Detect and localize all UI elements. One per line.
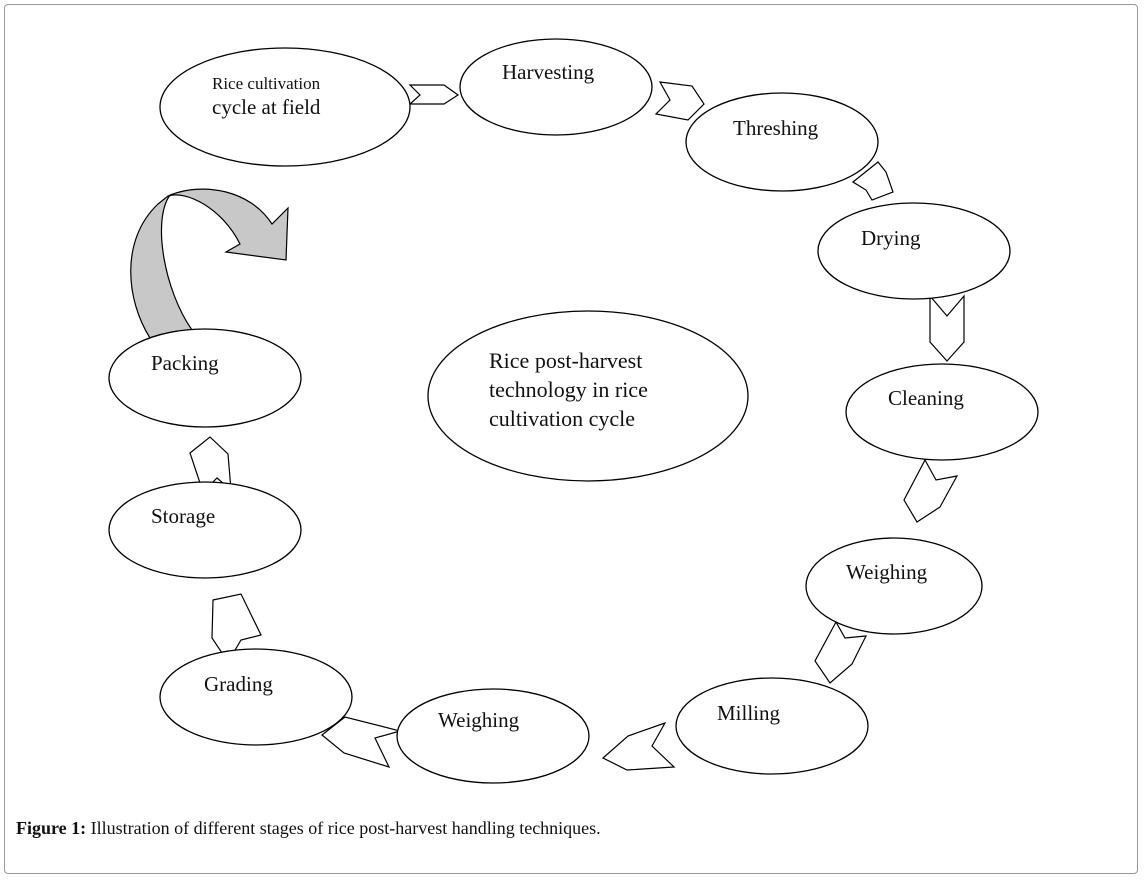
caption-label: Figure 1: <box>16 818 87 838</box>
node-threshing <box>685 92 879 192</box>
label-grading: Grading <box>204 672 273 696</box>
label-storage: Storage <box>151 504 215 528</box>
arrow-threshing-to-drying <box>851 161 894 201</box>
node-packing <box>108 328 302 428</box>
label-center-line1: Rice post-harvest <box>489 348 642 373</box>
label-rice-cultivation-line1: Rice cultivation <box>212 74 321 93</box>
arrow-drying-to-cleaning <box>929 294 965 362</box>
arrow-packing-to-cultivation-loop <box>130 188 289 339</box>
label-threshing: Threshing <box>733 116 819 140</box>
label-center-line2: technology in rice <box>489 377 648 402</box>
figure-caption: Figure 1: Illustration of different stag… <box>16 818 601 839</box>
arrow-weighing-to-milling <box>814 620 868 684</box>
node-harvesting <box>459 38 653 136</box>
label-cleaning: Cleaning <box>888 386 964 410</box>
label-harvesting: Harvesting <box>502 60 595 84</box>
arrow-cleaning-to-weighing-1 <box>903 458 959 523</box>
arrow-grading-to-storage <box>211 593 262 664</box>
arrow-weighing-to-grading <box>321 716 403 768</box>
label-weighing-2: Weighing <box>438 708 520 732</box>
node-cleaning <box>845 363 1039 461</box>
post-harvest-cycle-diagram: Rice cultivation cycle at field Harvesti… <box>108 38 1039 784</box>
node-weighing-1 <box>805 537 983 635</box>
label-packing: Packing <box>151 351 219 375</box>
label-weighing-1: Weighing <box>846 560 928 584</box>
label-drying: Drying <box>861 226 921 250</box>
label-center-line3: cultivation cycle <box>489 406 635 431</box>
node-rice-cultivation <box>159 47 411 167</box>
node-weighing-2 <box>396 688 590 784</box>
arrow-milling-to-weighing-2 <box>601 721 676 771</box>
caption-text: Illustration of different stages of rice… <box>86 818 601 838</box>
node-center <box>427 310 749 482</box>
node-grading <box>159 648 353 746</box>
node-milling <box>675 677 869 775</box>
arrow-harvesting-to-threshing <box>654 81 705 121</box>
node-drying <box>817 202 1011 300</box>
label-milling: Milling <box>717 701 781 725</box>
label-rice-cultivation-line2: cycle at field <box>212 95 321 119</box>
node-storage <box>108 481 302 579</box>
arrow-cultivation-to-harvesting <box>408 84 460 105</box>
